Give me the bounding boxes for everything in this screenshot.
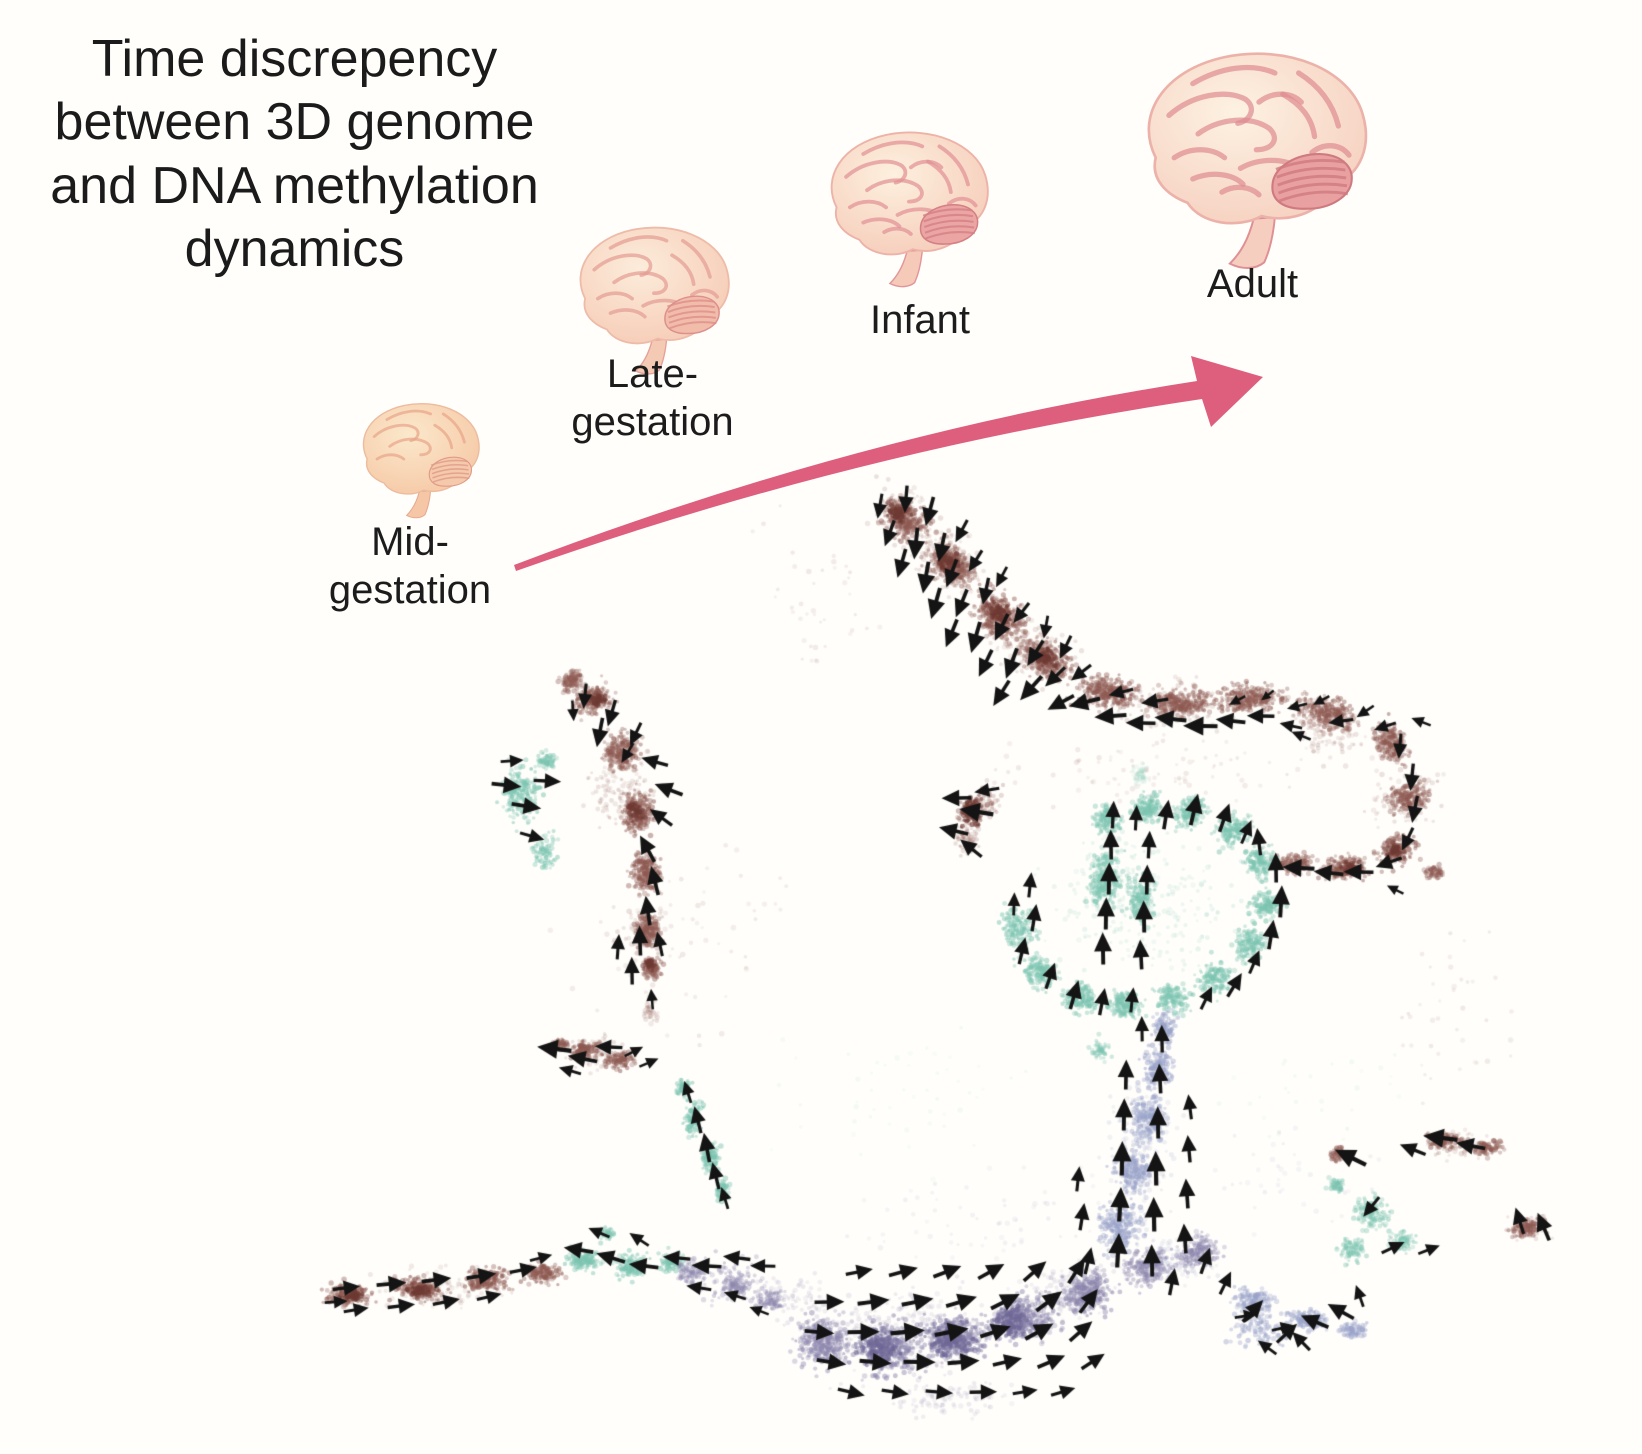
brain-illustration-late-gestation: [558, 210, 748, 377]
brain-illustration-adult: [1116, 28, 1394, 273]
stage-label-mid-gestation: Mid- gestation: [328, 520, 492, 612]
figure-title: Time discrepency between 3D genome and D…: [50, 30, 539, 279]
stage-label-infant: Infant: [869, 298, 971, 342]
stage-label-late-gestation: Late- gestation: [571, 352, 734, 444]
brain-illustration-infant: [808, 114, 1008, 290]
stage-label-adult: Adult: [1206, 262, 1299, 306]
brain-illustration-mid-gestation: [346, 390, 494, 520]
